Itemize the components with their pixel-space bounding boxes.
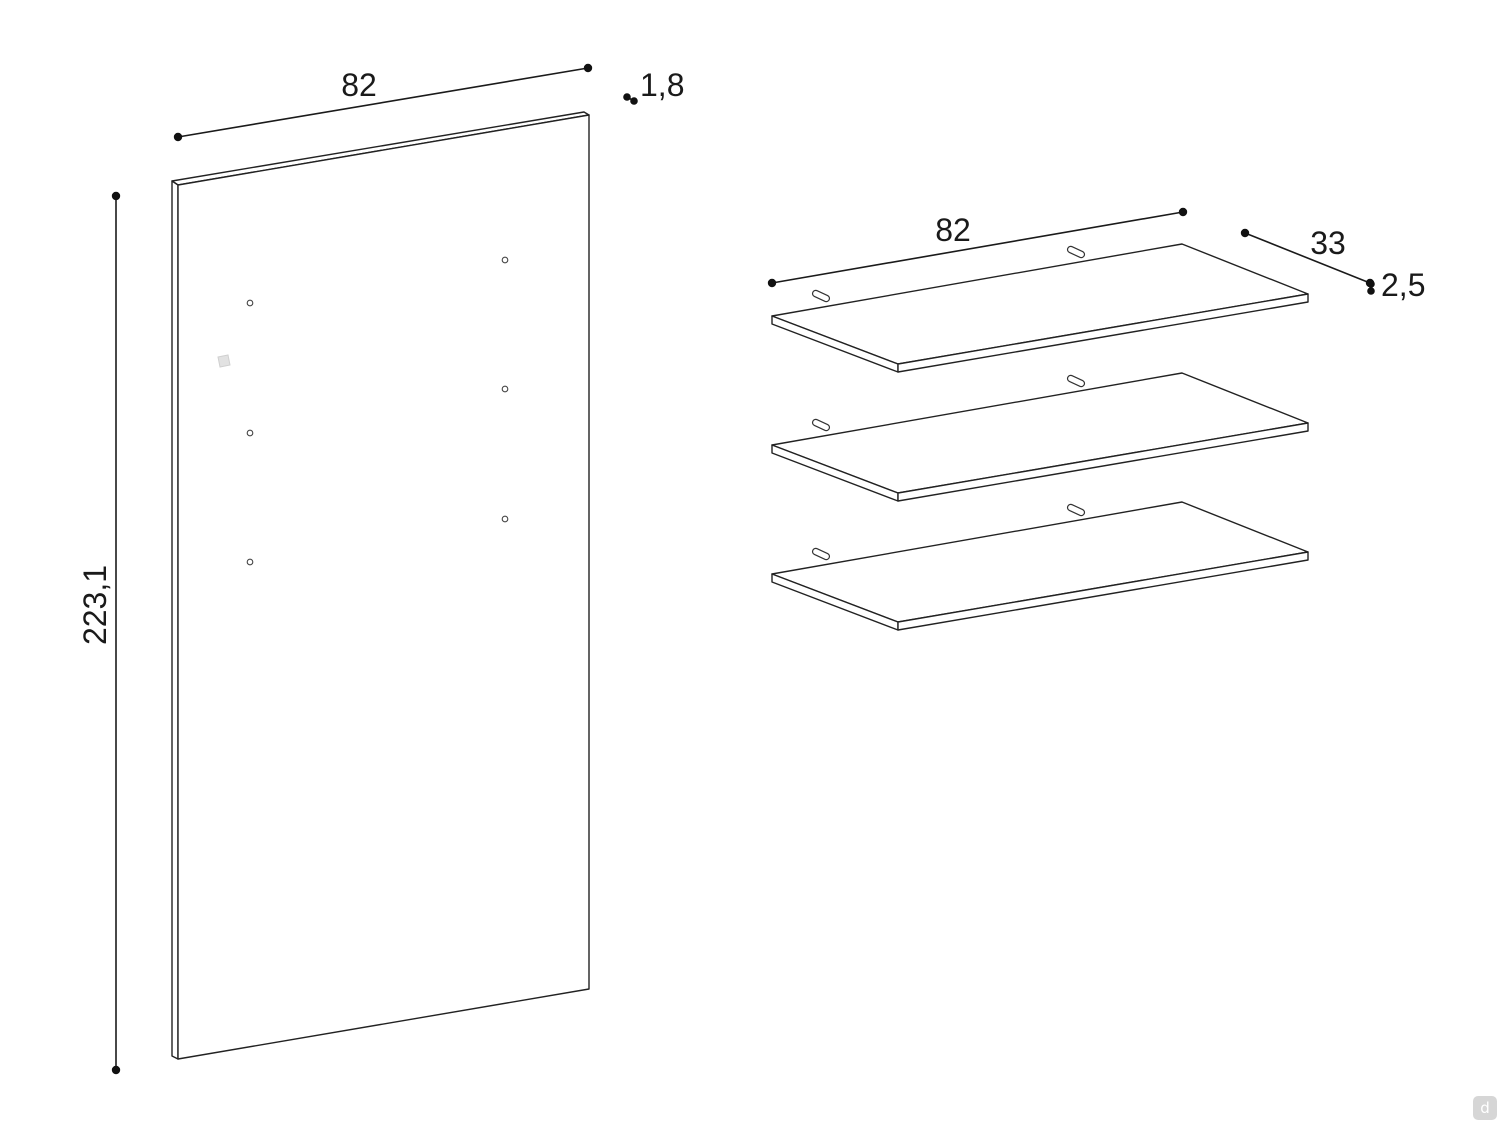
side-panel <box>171 111 590 1060</box>
shelf <box>771 372 1309 502</box>
shelf-front-edge <box>897 551 1309 631</box>
shelf-dowel <box>811 418 831 432</box>
panel-hole <box>246 558 254 566</box>
panel-hole <box>501 256 509 264</box>
shelf <box>771 243 1309 373</box>
shelf-thickness-label: 2,5 <box>1381 267 1425 303</box>
brand-logo-icon: d <box>1473 1096 1497 1120</box>
panel-left-edge <box>171 180 179 1060</box>
shelf-dowel <box>1066 245 1086 259</box>
panel-hole <box>246 299 254 307</box>
shelf <box>771 501 1309 631</box>
panel-hole <box>501 385 509 393</box>
shelf-dowel <box>811 547 831 561</box>
panel-height-label: 223,1 <box>77 565 113 645</box>
shelf-stack <box>771 243 1309 631</box>
panel-width-dimension: 82 <box>173 63 593 142</box>
shelf-front-edge <box>897 293 1309 373</box>
panel-front-face <box>177 114 590 1060</box>
shelf-dowel <box>811 289 831 303</box>
shelf-thickness-dimension: 2,5 <box>1367 267 1425 303</box>
shelf-dowel <box>1066 503 1086 517</box>
shelf-front-edge <box>897 422 1309 502</box>
panel-hole <box>501 515 509 523</box>
shelf-dowel <box>1066 374 1086 388</box>
panel-height-dimension: 223,1 <box>77 191 121 1075</box>
panel-hole <box>246 429 254 437</box>
shelf-depth-label: 33 <box>1310 225 1346 261</box>
panel-thickness-label: 1,8 <box>640 67 684 103</box>
shelf-width-label: 82 <box>935 212 971 248</box>
panel-thickness-dimension: 1,8 <box>623 67 684 105</box>
panel-width-label: 82 <box>341 67 377 103</box>
panel-connector-mark <box>217 354 231 368</box>
shelf-width-dimension: 82 <box>767 207 1188 288</box>
